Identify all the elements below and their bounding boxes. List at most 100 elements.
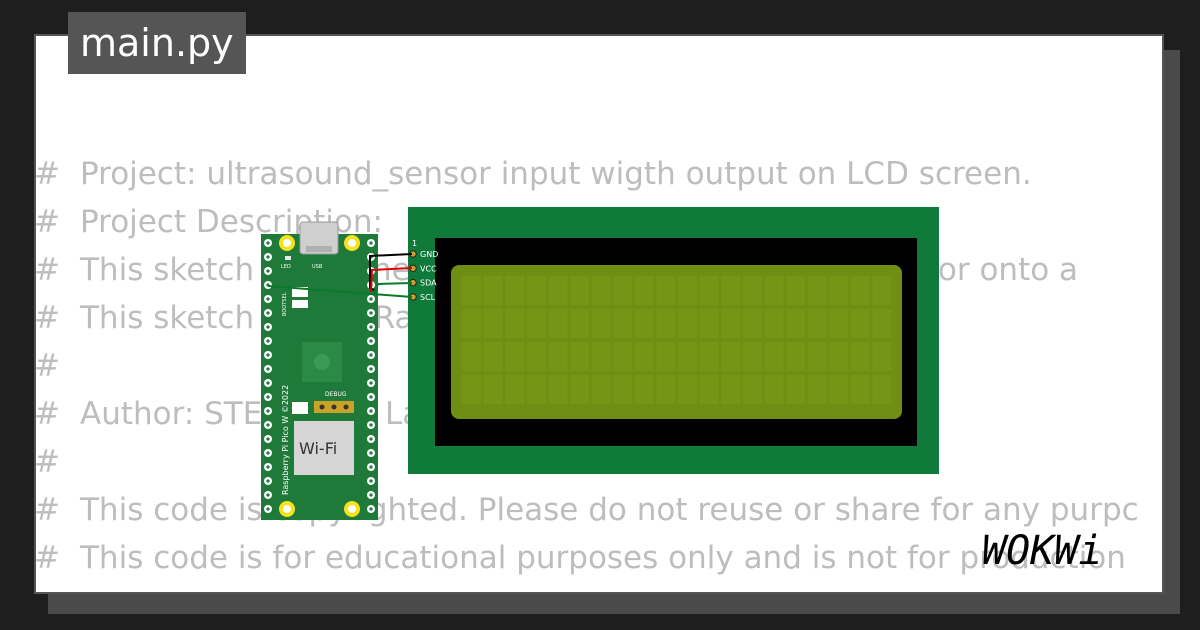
bootsel-label: BOOTSEL [282, 292, 288, 316]
pico-board[interactable]: LED USB BOOTSEL DEBUG Wi-Fi Raspberry Pi… [261, 221, 378, 520]
lcd-char-cell [483, 309, 503, 338]
code-line[interactable]: # [34, 438, 1139, 486]
comment-marker: # [34, 204, 60, 240]
lcd-char-cell [742, 375, 762, 404]
lcd-char-cell [656, 276, 676, 305]
lcd-char-cell [462, 309, 481, 338]
bootsel-button[interactable] [292, 287, 308, 297]
wire-scl [267, 285, 413, 298]
lcd-char-cell [786, 309, 805, 338]
lcd-char-cell [570, 276, 589, 305]
comment-marker: # [34, 348, 60, 384]
lcd-pin-label: SCL [420, 293, 436, 302]
lcd-char-cell [699, 375, 719, 404]
lcd-char-cell [807, 375, 827, 404]
lcd-char-cell [764, 309, 784, 338]
lcd-char-cell [872, 375, 892, 404]
lcd-char-cell [850, 309, 870, 338]
comment-marker: # [34, 492, 60, 528]
lcd-char-cell [570, 375, 589, 404]
code-line[interactable]: #This code is for educational purposes o… [34, 534, 1139, 582]
lcd-char-cell [548, 276, 568, 305]
lcd-char-cell [764, 375, 784, 404]
small-component [292, 402, 308, 414]
lcd-char-cell [807, 309, 827, 338]
lcd-char-cell [721, 309, 741, 338]
lcd-char-cell [850, 375, 870, 404]
wokwi-logo-text: WOKWi [982, 528, 1102, 572]
lcd-char-cell [613, 375, 633, 404]
lcd-char-cell [872, 276, 892, 305]
code-line[interactable]: #This code is copyrighted. Please do not… [34, 486, 1139, 534]
lcd-char-cell [613, 342, 633, 371]
lcd-char-cell [656, 309, 676, 338]
comment-marker: # [34, 156, 60, 192]
lcd-char-cell [591, 375, 611, 404]
lcd-char-cell [829, 276, 849, 305]
wire-sda [373, 282, 413, 295]
led-label: LED [281, 264, 291, 270]
lcd-char-cell [570, 309, 589, 338]
wire-vcc [370, 267, 413, 293]
lcd-char-cell [699, 309, 719, 338]
lcd-char-cell [850, 276, 870, 305]
lcd-char-cell [872, 342, 892, 371]
lcd-char-cell [548, 375, 568, 404]
lcd-char-cell [483, 375, 503, 404]
code-line[interactable]: # [34, 342, 1139, 390]
lcd-pin1-label: 1 [412, 239, 417, 248]
lcd-char-cell [678, 375, 697, 404]
code-line[interactable]: # Project: ultrasound_sensor input wigth … [34, 150, 1139, 198]
lcd-char-cell [462, 342, 481, 371]
lcd-char-cell [591, 276, 611, 305]
code-line-text: Project: ultrasound_sensor input wigth o… [80, 156, 1032, 192]
lcd-char-cell [699, 342, 719, 371]
lcd-char-cell [462, 375, 481, 404]
code-line-text: This code is for educational purposes on… [80, 540, 1126, 576]
lcd-character-grid [462, 276, 892, 404]
lcd-char-cell [505, 276, 525, 305]
usb-label: USB [312, 264, 323, 270]
lcd-char-cell [850, 342, 870, 371]
lcd-char-cell [721, 375, 741, 404]
lcd-char-cell [462, 276, 481, 305]
lcd-char-cell [872, 309, 892, 338]
wokwi-logo: WOKWi [982, 528, 1102, 572]
file-tab[interactable]: main.py [68, 12, 246, 74]
comment-marker: # [34, 444, 60, 480]
lcd-char-cell [786, 375, 805, 404]
lcd-char-cell [505, 342, 525, 371]
lcd-char-cell [634, 375, 654, 404]
lcd-char-cell [786, 276, 805, 305]
wires[interactable] [267, 253, 413, 298]
lcd-char-cell [678, 342, 697, 371]
lcd-module[interactable]: 1 GND VCC SDA SCL [408, 207, 939, 474]
lcd-char-cell [656, 375, 676, 404]
lcd-pin-label: SDA [420, 279, 437, 288]
lcd-char-cell [807, 276, 827, 305]
lcd-char-cell [678, 309, 697, 338]
lcd-char-cell [526, 375, 546, 404]
lcd-char-cell [548, 342, 568, 371]
wifi-module [294, 421, 354, 475]
lcd-char-cell [829, 342, 849, 371]
lcd-char-cell [742, 342, 762, 371]
lcd-char-cell [634, 309, 654, 338]
lcd-char-cell [613, 276, 633, 305]
lcd-char-cell [634, 342, 654, 371]
lcd-char-cell [829, 309, 849, 338]
lcd-char-cell [742, 276, 762, 305]
lcd-char-cell [699, 276, 719, 305]
lcd-char-cell [721, 342, 741, 371]
lcd-pin-label: VCC [420, 264, 437, 273]
lcd-char-cell [526, 309, 546, 338]
lcd-char-cell [591, 342, 611, 371]
lcd-char-cell [829, 375, 849, 404]
comment-marker: # [34, 300, 60, 336]
onboard-led[interactable] [285, 256, 291, 260]
lcd-char-cell [570, 342, 589, 371]
wifi-label: Wi-Fi [299, 439, 337, 458]
lcd-char-cell [678, 276, 697, 305]
lcd-pin-label: GND [420, 250, 438, 259]
lcd-char-cell [483, 276, 503, 305]
